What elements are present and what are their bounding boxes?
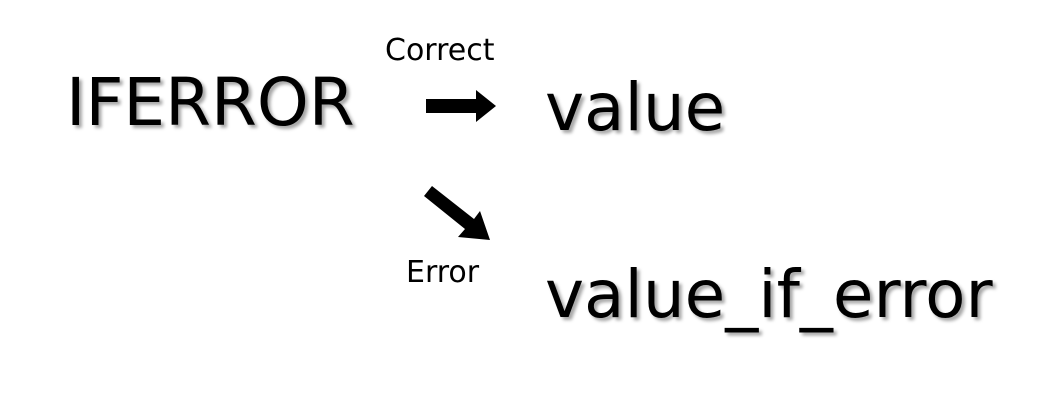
error-branch-result: value_if_error (545, 256, 993, 333)
function-name: IFERROR (66, 64, 355, 141)
correct-branch-result: value (545, 69, 726, 146)
right-arrow-icon (426, 90, 496, 122)
correct-branch-label: Correct (385, 33, 495, 68)
down-right-arrow-icon (424, 186, 490, 240)
error-branch-label: Error (406, 255, 480, 290)
